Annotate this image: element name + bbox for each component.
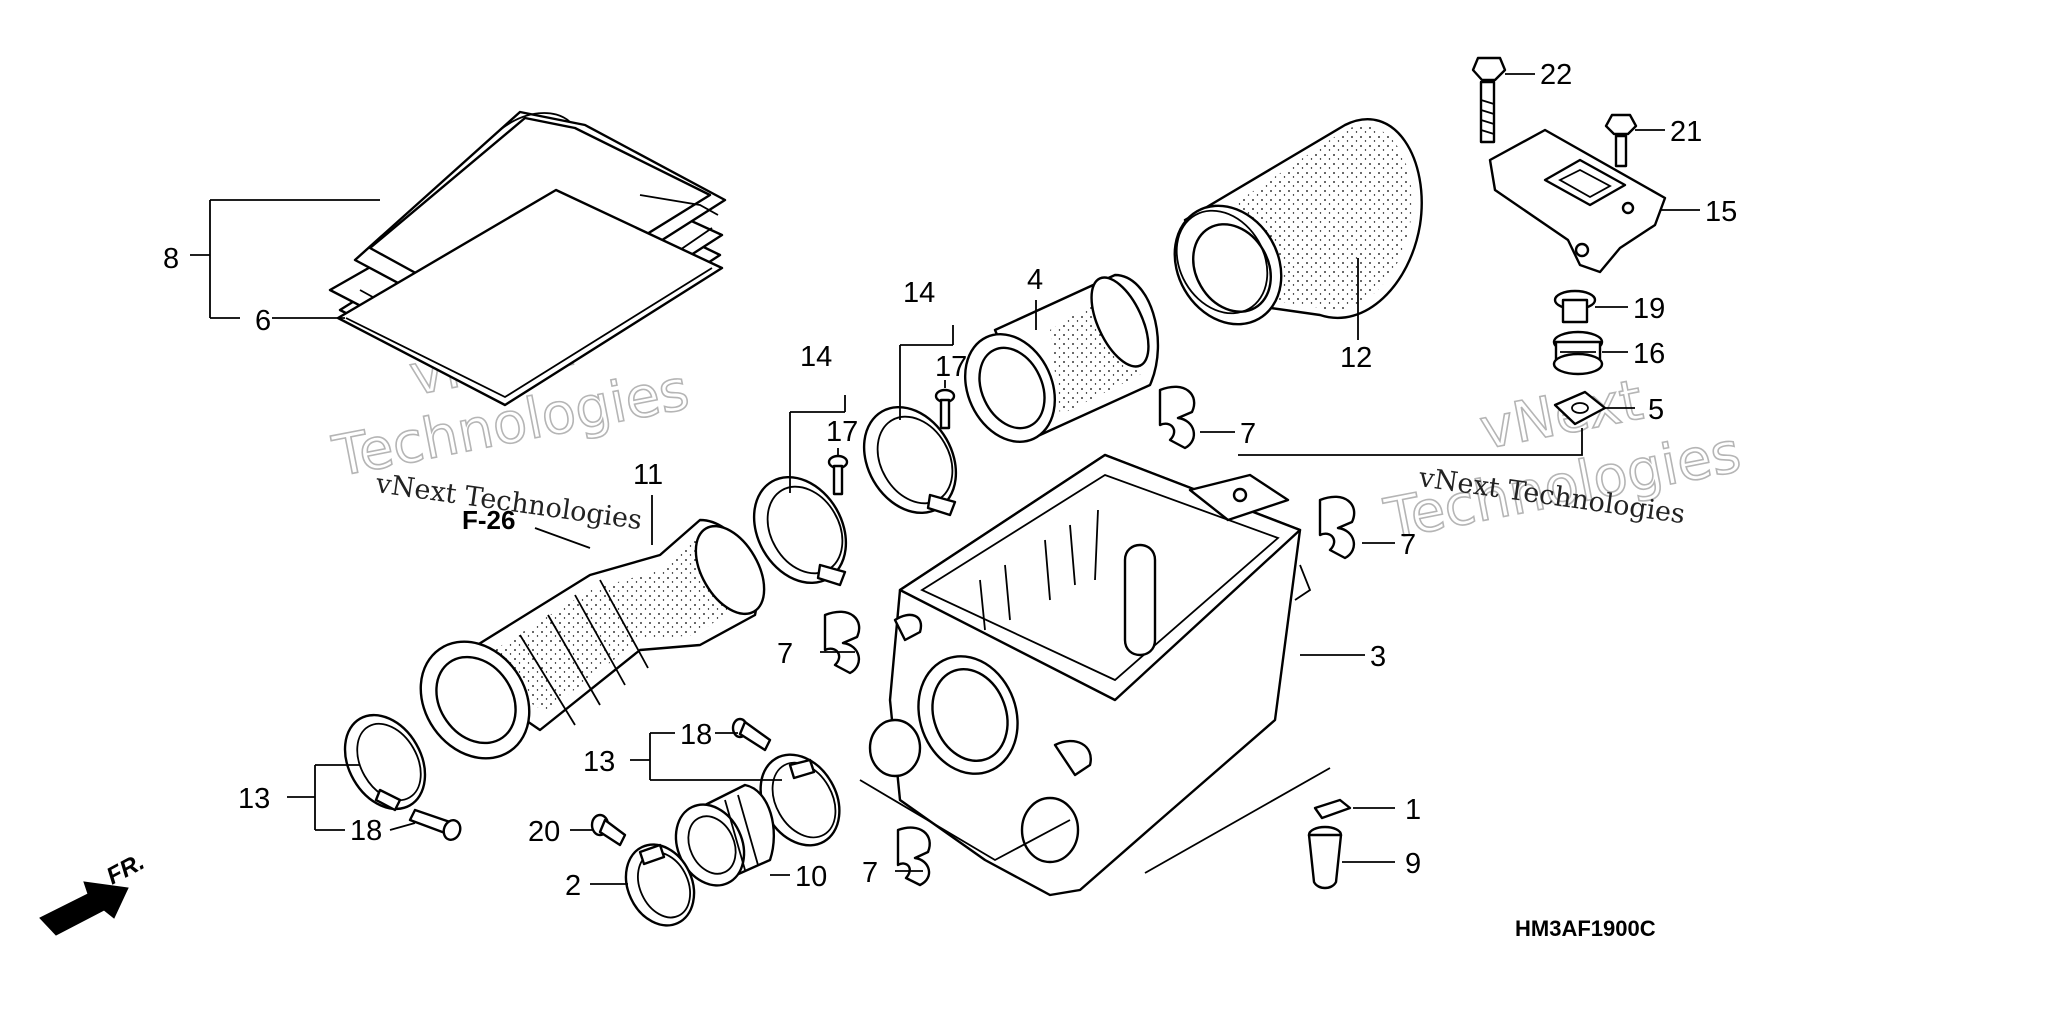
label-17-right: 17	[935, 351, 967, 383]
label-17-left: 17	[826, 416, 858, 448]
intake-duct	[419, 518, 766, 760]
label-4: 4	[1027, 264, 1043, 296]
drawing-code: HM3AF1900C	[1515, 916, 1656, 941]
joint-10	[674, 783, 775, 887]
screw-20	[590, 813, 627, 847]
label-7-d: 7	[862, 857, 878, 889]
clip-7-right	[1318, 495, 1356, 560]
grommet-16	[1552, 330, 1604, 376]
label-13-left: 13	[238, 783, 270, 815]
air-cleaner-case	[868, 453, 1312, 897]
watermark-right: vNext Technologies	[1378, 367, 1746, 554]
fr-label: FR.	[102, 848, 149, 890]
label-14-right: 14	[903, 277, 935, 309]
label-19: 19	[1633, 293, 1665, 325]
label-15: 15	[1705, 196, 1737, 228]
cover-seal	[336, 188, 724, 407]
label-16: 16	[1633, 338, 1665, 370]
callout-labels: 8 6 22 21 15 19 16 5 12 4 14 14 17 17 11…	[163, 59, 1737, 902]
label-7-b: 7	[1400, 529, 1416, 561]
screw-17-right	[934, 388, 956, 430]
label-18-center: 18	[680, 719, 712, 751]
label-12: 12	[1340, 342, 1372, 374]
screw-18-center	[731, 717, 772, 752]
clamp-2	[624, 843, 696, 927]
clamp-14-left	[752, 475, 848, 587]
clip-7-middle	[823, 610, 861, 675]
clip-7-upper-left	[1158, 385, 1196, 450]
leader-lines	[190, 73, 1700, 885]
label-1: 1	[1405, 794, 1421, 826]
label-20: 20	[528, 816, 560, 848]
mounting-bracket	[1488, 128, 1667, 274]
label-6: 6	[255, 305, 271, 337]
label-11: 11	[633, 459, 663, 491]
reference-f26: F-26	[462, 505, 515, 535]
label-14-left: 14	[800, 341, 832, 373]
collar-19	[1553, 289, 1597, 324]
clamp-14-right	[862, 405, 958, 517]
label-8: 8	[163, 243, 179, 275]
clip-7-bottom	[896, 826, 931, 887]
bolt-22	[1471, 56, 1507, 144]
label-10: 10	[795, 861, 827, 893]
label-13-center: 13	[583, 746, 615, 778]
screw-17-left	[827, 454, 849, 496]
bolt-21	[1604, 113, 1638, 168]
label-22: 22	[1540, 59, 1572, 91]
label-18-left: 18	[350, 815, 382, 847]
label-21: 21	[1670, 116, 1702, 148]
front-direction-arrow: FR.	[39, 848, 149, 936]
clip-1	[1313, 798, 1352, 820]
label-2: 2	[565, 870, 581, 902]
filter-tube	[963, 273, 1160, 443]
air-filter-element	[1173, 118, 1423, 326]
label-5: 5	[1648, 394, 1664, 426]
screw-18-lower-left	[408, 808, 462, 841]
label-7-c: 7	[777, 638, 793, 670]
clamp-13-lower-left	[343, 713, 427, 812]
label-7-a: 7	[1240, 418, 1256, 450]
label-3: 3	[1370, 641, 1386, 673]
label-9: 9	[1405, 848, 1421, 880]
drain-plug-9	[1307, 825, 1343, 890]
clamp-13-center	[759, 753, 841, 847]
